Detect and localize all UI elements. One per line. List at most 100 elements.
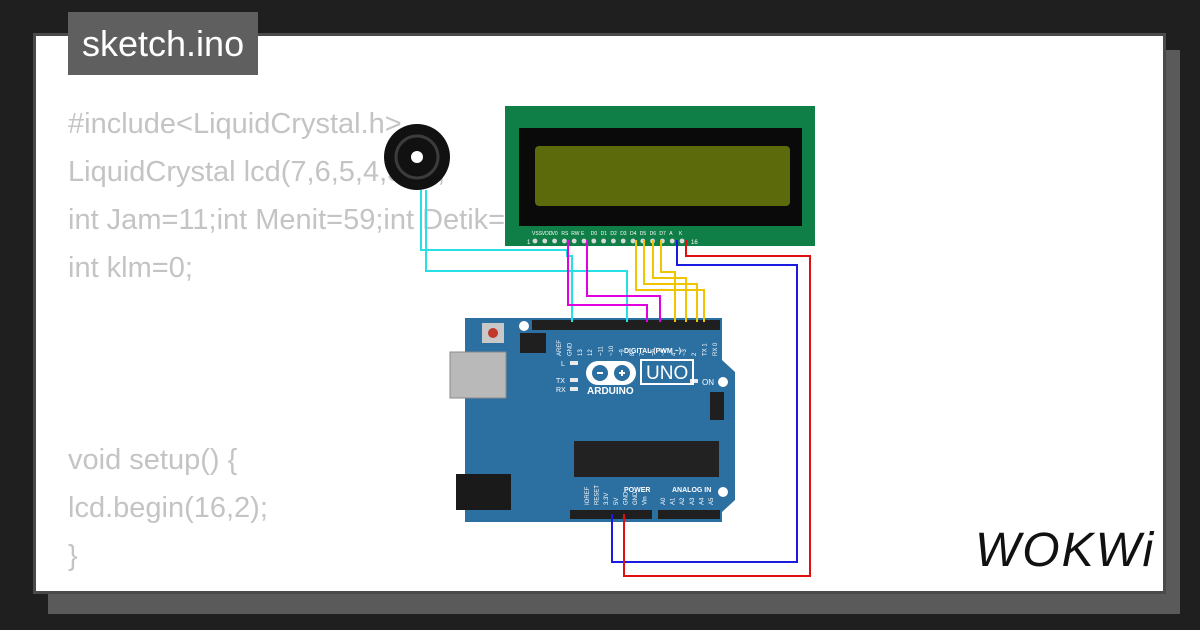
- mount-hole: [718, 377, 728, 387]
- code-line: int Jam=11;int Menit=59;int Detik=50;: [68, 204, 546, 236]
- analog-pin-label: A1: [671, 497, 677, 505]
- analog-header: [658, 510, 720, 519]
- wires: [420, 190, 811, 577]
- digital-pin-label: ~5: [661, 348, 667, 356]
- digital-pin-label: AREF: [557, 340, 563, 356]
- wire-d4: [635, 240, 705, 322]
- buzzer-center: [411, 151, 423, 163]
- lcd-screen: [535, 146, 790, 206]
- lcd-pin-label: VDD: [542, 231, 553, 237]
- usb-port: [449, 351, 507, 399]
- led-on-label: ON: [702, 378, 714, 387]
- wire-5v: [623, 240, 811, 577]
- lcd-pin-label: D5: [640, 231, 647, 237]
- wire-d5: [643, 240, 698, 322]
- atmega-chip: [574, 441, 719, 477]
- wire-d7: [660, 240, 676, 322]
- lcd-pin-label: A: [669, 231, 673, 237]
- lcd-pin: [552, 238, 557, 244]
- board-model: UNO: [646, 363, 688, 384]
- digital-pin-label: 12: [588, 349, 594, 356]
- digital-pin-label: 2: [692, 352, 698, 356]
- lcd-pin: [562, 238, 567, 244]
- digital-pin-label: 8: [630, 352, 636, 356]
- code-line: #include<LiquidCrystal.h>: [68, 108, 402, 140]
- power-jack: [456, 474, 511, 510]
- code-line: LiquidCrystal lcd(7,6,5,4,3,2);: [68, 156, 446, 188]
- wire-e: [586, 240, 661, 322]
- digital-header: [532, 320, 720, 330]
- analog-pin-label: A0: [661, 497, 667, 505]
- lcd-pin-1-label: 1: [527, 240, 531, 246]
- digital-label: DIGITAL (PWM ~): [624, 348, 681, 355]
- led-l: [570, 361, 578, 365]
- digital-pin-label: 13: [578, 349, 584, 356]
- code-line: lcd.begin(16,2);: [68, 492, 268, 524]
- lcd-pin-16-label: 16: [691, 240, 698, 246]
- icsp2-header: [710, 392, 724, 420]
- lcd-pin: [581, 238, 587, 244]
- board-brand: ARDUINO: [587, 386, 634, 397]
- lcd-pin: [601, 238, 606, 244]
- analog-pin-label: A3: [690, 497, 696, 505]
- code-line: }: [68, 540, 78, 572]
- lcd-pin: [611, 238, 616, 244]
- digital-pin-label: ~11: [599, 346, 605, 356]
- digital-pin-label: 4: [671, 352, 677, 356]
- code-line: int klm=0;: [68, 252, 193, 284]
- lcd-pin-label: D0: [591, 231, 598, 237]
- power-pin-label: GND: [633, 491, 639, 505]
- arduino-logo-icon: [586, 361, 636, 385]
- wokwi-logo: WOKWi: [975, 520, 1153, 582]
- power-pin-label: Vin: [643, 496, 649, 505]
- lcd-pin-label: K: [679, 231, 683, 237]
- analog-label: ANALOG IN: [672, 487, 711, 494]
- buzzer: [384, 124, 450, 190]
- digital-pin-label: ~9: [619, 348, 625, 356]
- power-pin-label: 3.3V: [604, 493, 610, 505]
- analog-pin-label: A4: [699, 497, 705, 505]
- arduino-uno-board: L TX RX ON UNO ARDUINO DIGITAL (PWM ~) P…: [449, 318, 735, 522]
- led-rx-label: RX: [556, 387, 566, 394]
- power-pin-label: GND: [623, 491, 629, 505]
- lcd-pin-label: VSS: [532, 231, 543, 237]
- mount-hole: [718, 487, 728, 497]
- mount-hole: [519, 321, 529, 331]
- digital-pin-label: TX 1: [703, 343, 709, 356]
- lcd-pin: [591, 238, 597, 244]
- digital-pin-label: GND: [567, 342, 573, 356]
- reset-button: [488, 328, 498, 338]
- led-tx: [570, 378, 578, 382]
- power-label: POWER: [624, 487, 650, 494]
- digital-pin-label: ~6: [651, 348, 657, 356]
- lcd-pin-label: D2: [610, 231, 617, 237]
- wire-gnd: [611, 240, 798, 563]
- lcd-pin: [679, 238, 685, 244]
- lcd-pin-label: E: [581, 231, 585, 237]
- lcd-pin-label: V0: [552, 231, 558, 237]
- lcd-pin: [620, 238, 626, 244]
- wokwi-logo-text: WOKWi: [975, 524, 1156, 577]
- digital-pin-label: ~3: [682, 348, 688, 356]
- lcd-pin: [630, 238, 636, 244]
- uno-badge: [640, 359, 694, 385]
- analog-pin-label: A2: [680, 497, 686, 505]
- digital-pin-label: 7: [640, 352, 646, 356]
- lcd-pin: [669, 238, 675, 244]
- lcd-pin-label: RW: [571, 231, 580, 237]
- wire-d6: [652, 240, 687, 322]
- led-rx: [570, 387, 578, 391]
- analog-pin-label: A5: [709, 497, 715, 505]
- lcd-pin: [571, 238, 577, 244]
- lcd-pin: [532, 238, 538, 244]
- power-pin-label: IOREF: [585, 486, 591, 505]
- led-l-label: L: [561, 361, 565, 368]
- icsp-header: [520, 333, 546, 353]
- digital-pin-label: RX 0: [713, 342, 719, 356]
- digital-pin-label: ~10: [609, 345, 615, 356]
- lcd-pin-label: D7: [659, 231, 666, 237]
- wire-rs: [567, 240, 648, 322]
